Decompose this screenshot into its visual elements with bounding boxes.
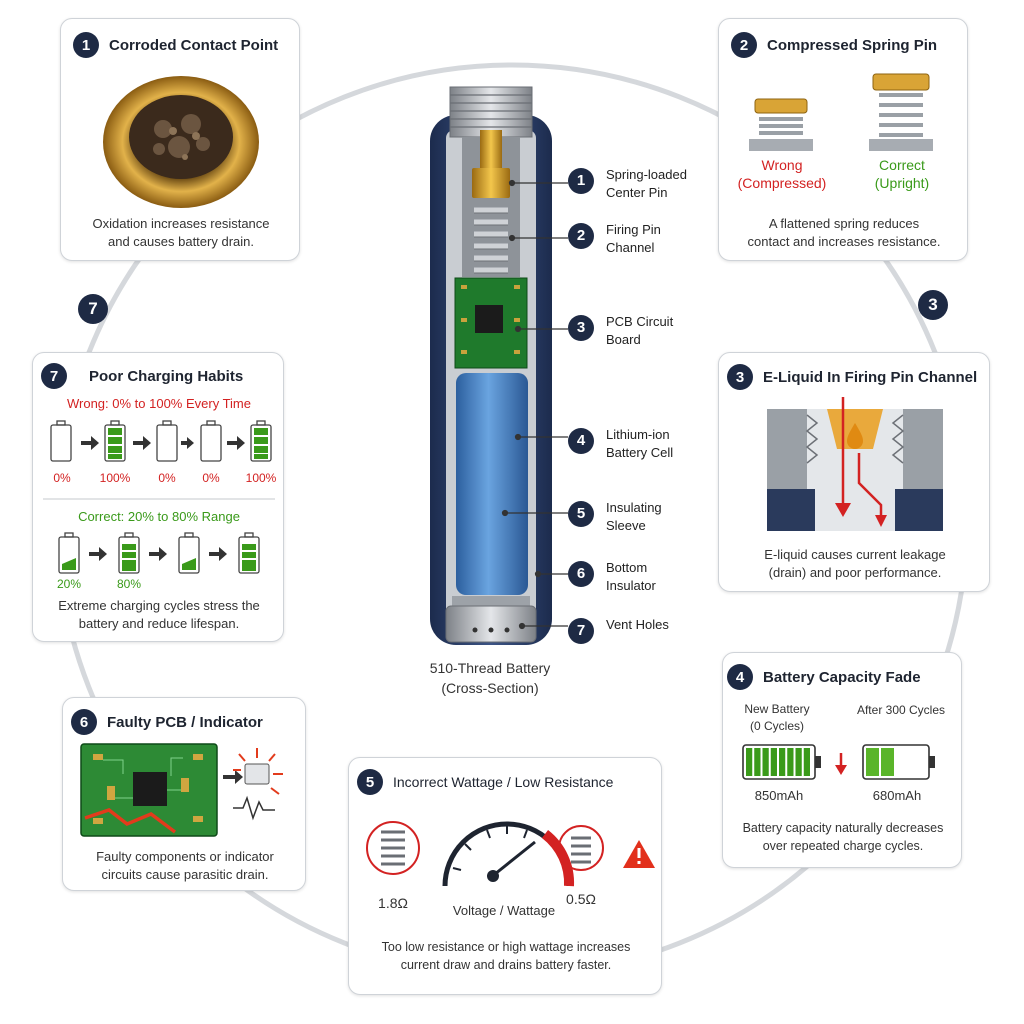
wrong-level-3: 0%: [202, 471, 220, 485]
spring-comparison-illustration: [749, 73, 933, 151]
resistance-high: 1.8Ω: [378, 895, 408, 911]
after-cycles-label: After 300 Cycles: [856, 703, 946, 717]
ring-badge-right: 3: [918, 290, 948, 320]
wrong-level-0: 0%: [53, 471, 71, 485]
capacity-cell: [762, 748, 769, 776]
label-correct: Correct(Upright): [874, 157, 930, 191]
capacity-cell: [803, 748, 810, 776]
correct-charging-label: Correct: 20% to 80% Range: [78, 509, 240, 524]
capacity-cell: [787, 748, 794, 776]
resistance-gauge-illustration: [366, 821, 655, 887]
battery-title: 510-Thread Battery(Cross-Section): [429, 660, 551, 696]
resistance-low: 0.5Ω: [566, 891, 596, 907]
label-wrong: Wrong(Compressed): [737, 157, 827, 191]
card-description: Too low resistance or high wattage incre…: [381, 940, 631, 972]
correct-level-1: 80%: [116, 577, 142, 591]
wrong-level-1: 100%: [99, 471, 131, 485]
ring-badge-left: 7: [78, 294, 108, 324]
capacity-cell: [795, 748, 802, 776]
capacity-cell: [866, 748, 879, 776]
capacity-cell: [770, 748, 777, 776]
eliquid-channel-illustration: [767, 397, 943, 531]
capacity-cell: [746, 748, 753, 776]
label-vent-holes: 7 Vent Holes: [568, 616, 718, 644]
capacity-new: 850mAh: [754, 788, 804, 803]
wrong-charging-sequence: [43, 420, 275, 574]
new-battery-label: New Battery(0 Cycles): [744, 702, 810, 733]
card-description: E-liquid causes current leakage(drain) a…: [764, 547, 946, 580]
capacity-comparison: [742, 744, 935, 780]
correct-level-0: 20%: [56, 577, 82, 591]
gauge-label: Voltage / Wattage: [452, 903, 556, 918]
capacity-old: 680mAh: [872, 788, 922, 803]
faulty-pcb-illustration: [80, 743, 283, 837]
wrong-level-4: 100%: [245, 471, 277, 485]
corroded-contact-illustration: [103, 76, 259, 208]
wrong-charging-label: Wrong: 0% to 100% Every Time: [66, 396, 251, 411]
wrong-level-2: 0%: [158, 471, 176, 485]
capacity-cell: [754, 748, 761, 776]
capacity-cell: [779, 748, 786, 776]
capacity-cell: [881, 748, 894, 776]
